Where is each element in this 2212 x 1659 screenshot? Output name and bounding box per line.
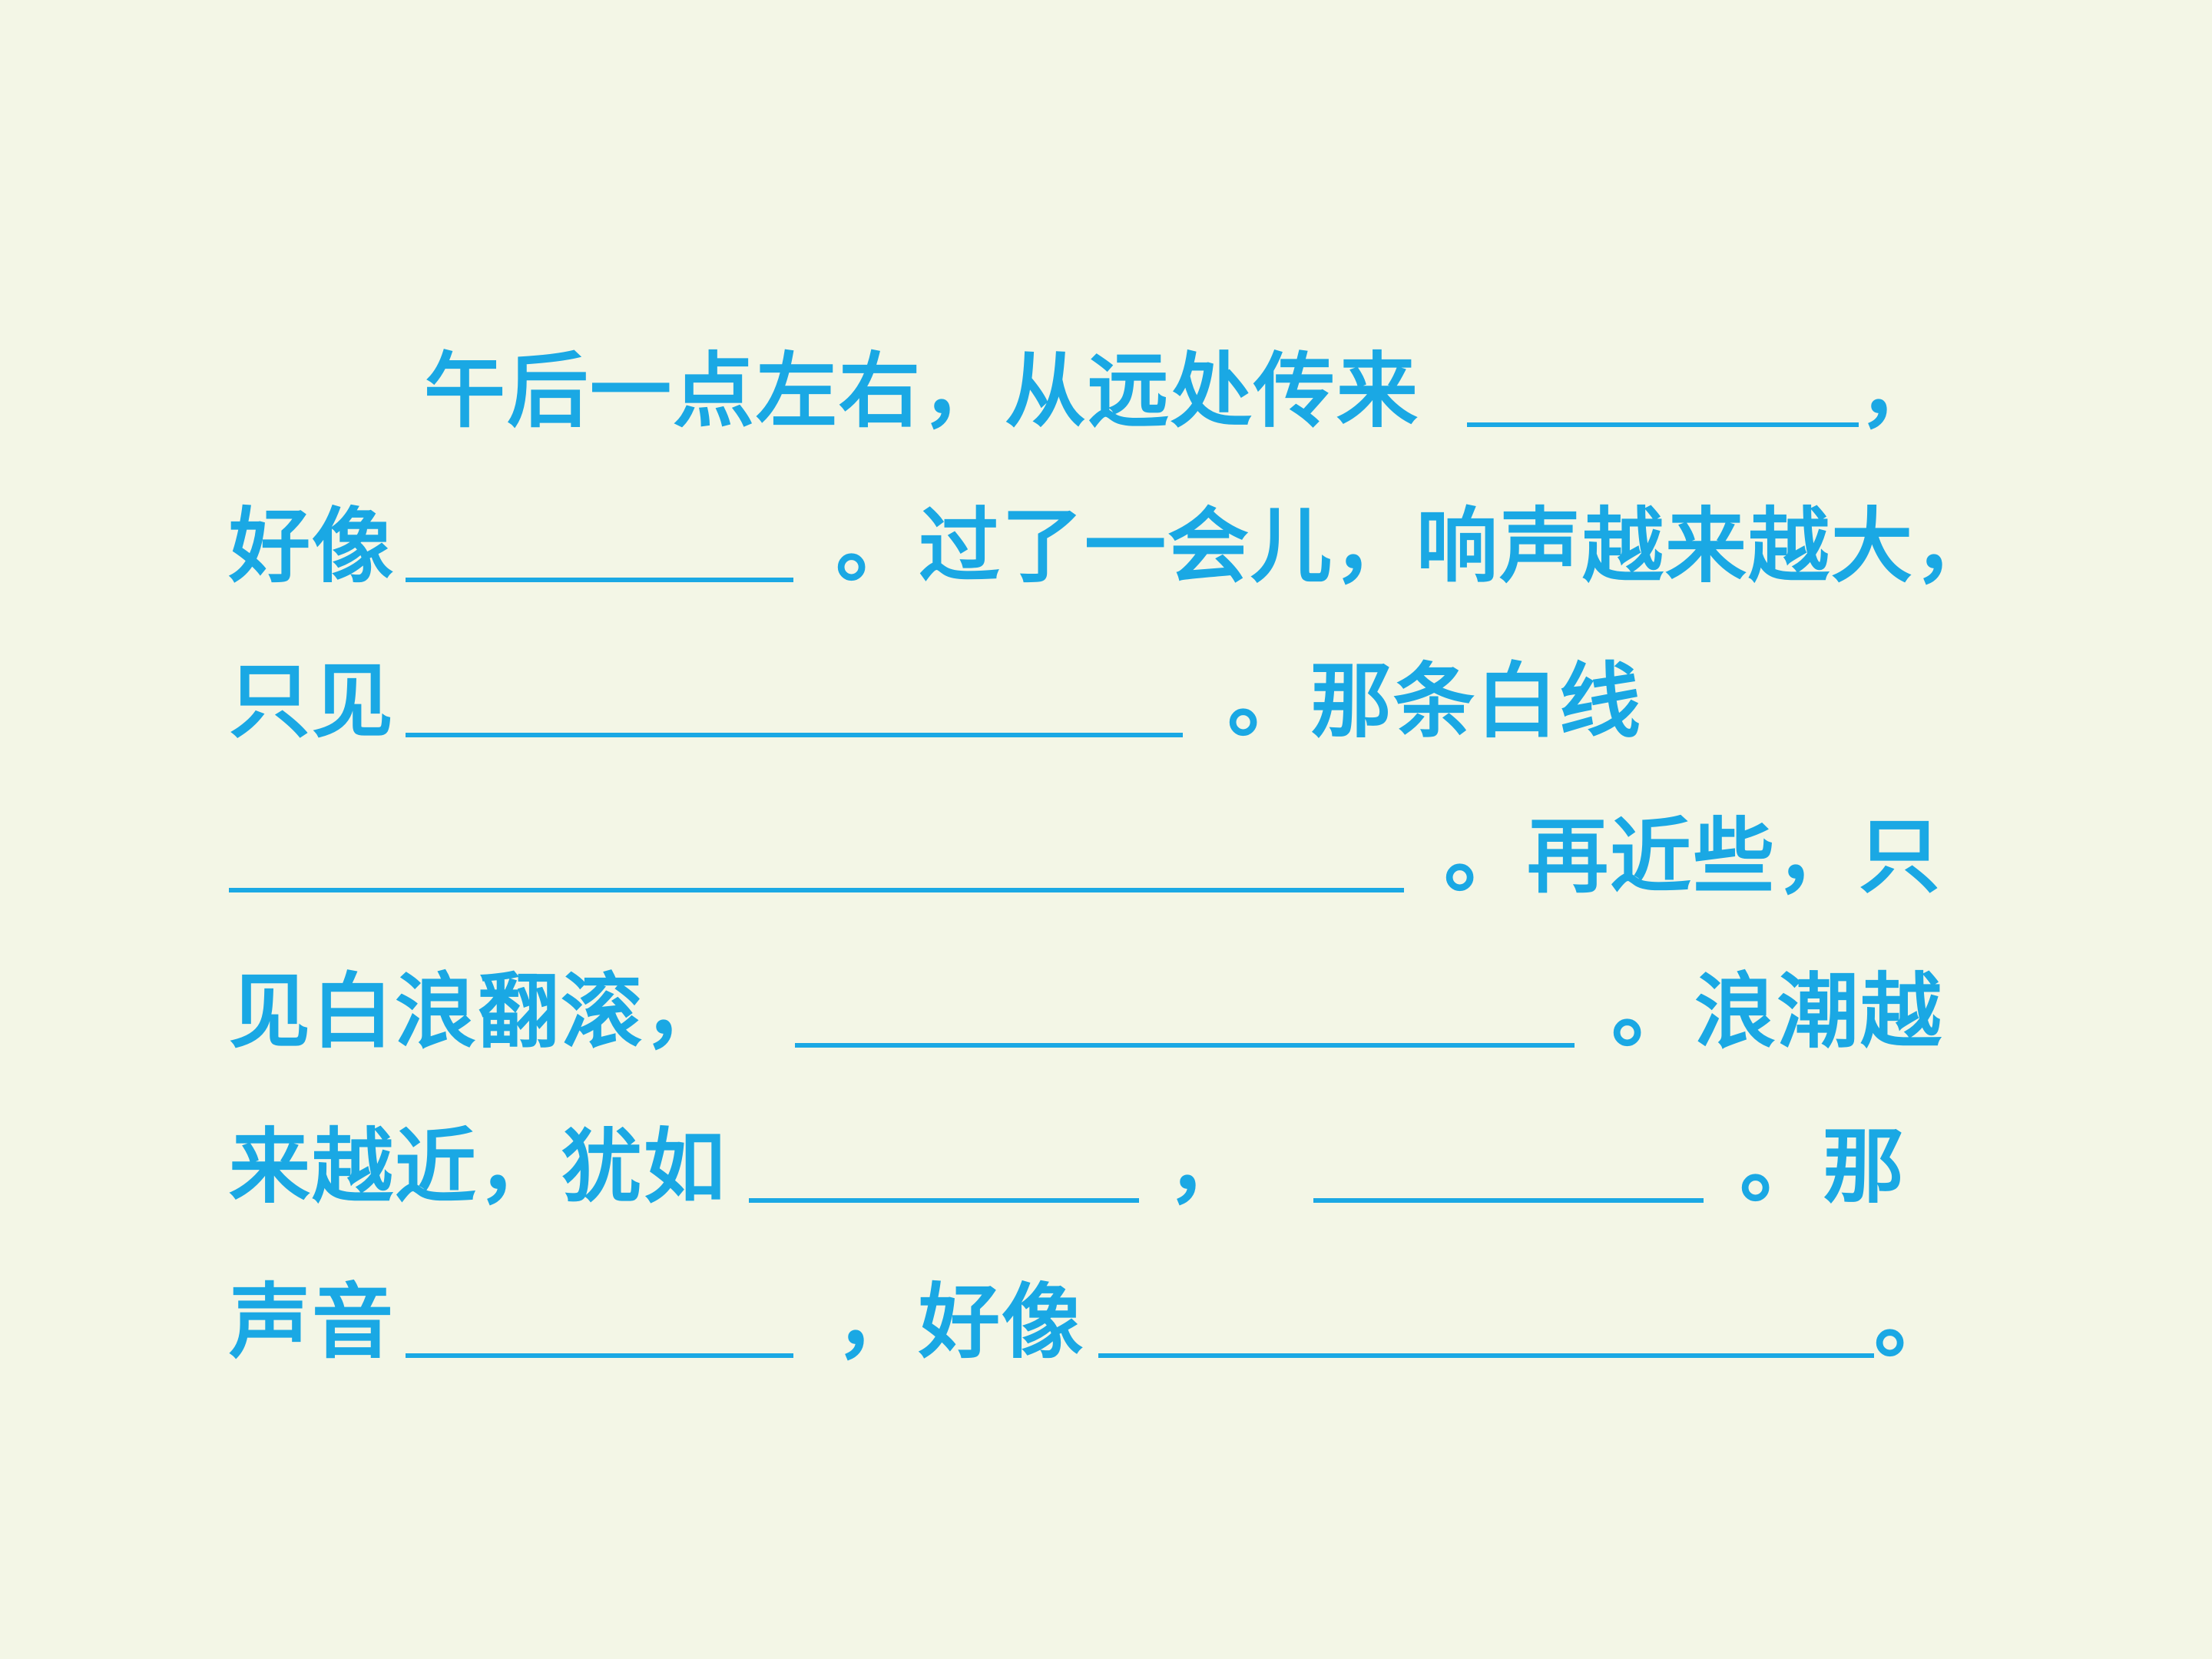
line-6-text-end: 。那 (1740, 1120, 1906, 1214)
fill-blank-4[interactable] (229, 888, 1404, 892)
line-1-text: 午后一点左右，从远处传来 (424, 344, 1419, 439)
passage-line-6: 来越近，犹如 ， 。那 (0, 1114, 2212, 1221)
line-2-text-end: 。过了一会儿，响声越来越大， (836, 499, 1997, 594)
line-5-text-end: 。浪潮越 (1611, 965, 1943, 1059)
line-3-text-end: 。那条白线 (1227, 654, 1642, 749)
line-6-comma: ， (1167, 1120, 1250, 1214)
line-7-text-start: 声音 (229, 1275, 395, 1369)
fill-blank-3[interactable] (406, 733, 1183, 737)
line-7-period: 。 (1874, 1275, 1957, 1369)
fill-blank-2[interactable] (406, 578, 793, 582)
fill-blank-7[interactable] (1313, 1198, 1704, 1203)
fill-blank-1[interactable] (1467, 422, 1859, 427)
passage-line-2: 好像 。过了一会儿，响声越来越大， (0, 493, 2212, 601)
line-6-text-start: 来越近，犹如 (229, 1120, 727, 1214)
line-7-text-middle: ，好像 (836, 1275, 1084, 1369)
passage-line-4: 。再近些，只 (0, 803, 2212, 911)
line-4-text-end: 。再近些，只 (1444, 810, 1942, 904)
passage-line-3: 只见 。那条白线 (0, 648, 2212, 756)
fill-blank-9[interactable] (1098, 1353, 1874, 1358)
fill-blank-6[interactable] (749, 1198, 1139, 1203)
passage-line-5: 见白浪翻滚， 。浪潮越 (0, 959, 2212, 1066)
line-2-text-start: 好像 (229, 499, 395, 594)
line-5-text-start: 见白浪翻滚， (229, 965, 727, 1059)
passage-line-1: 午后一点左右，从远处传来 ， (0, 338, 2212, 445)
fill-blank-5[interactable] (795, 1043, 1575, 1048)
passage-line-7: 声音 ，好像 。 (0, 1269, 2212, 1376)
line-1-comma: ， (1859, 344, 1942, 439)
line-3-text-start: 只见 (229, 654, 395, 749)
fill-blank-8[interactable] (406, 1353, 793, 1358)
